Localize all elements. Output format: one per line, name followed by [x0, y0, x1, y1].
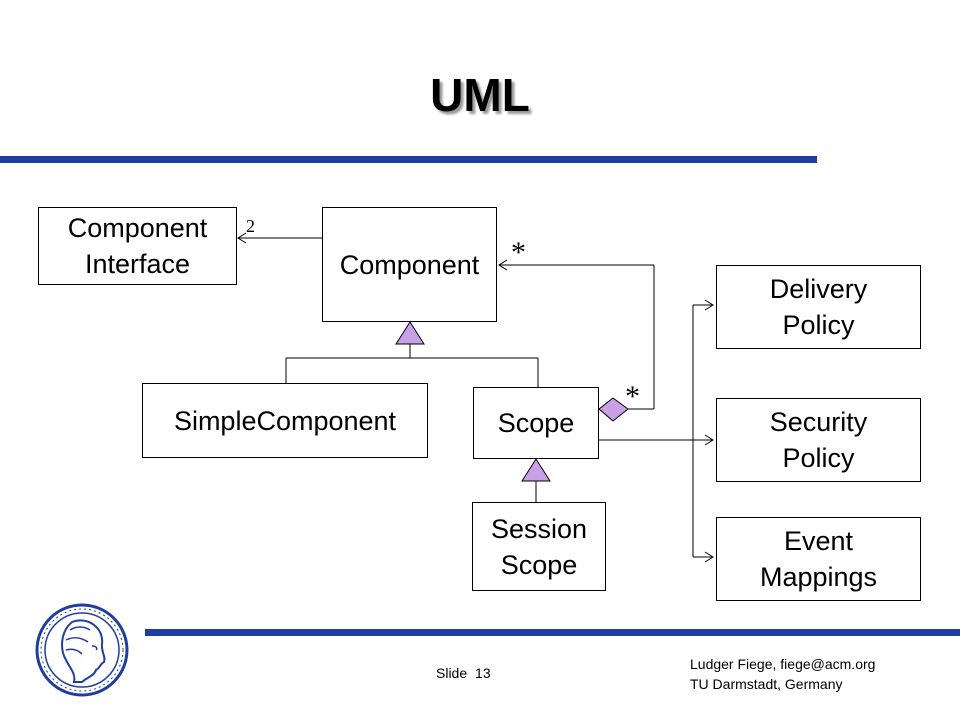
footer-affiliation-line: TU Darmstadt, Germany: [690, 676, 843, 692]
component-label: Component: [339, 249, 480, 280]
delivery-policy-label-line2: Policy: [782, 310, 855, 340]
security-arrowhead: [704, 434, 714, 446]
session-scope-label-line1: Session: [490, 513, 588, 544]
slide-title: UML: [430, 69, 530, 121]
footer-author-line: Ludger Fiege, fiege@acm.org: [690, 656, 876, 672]
slide-label: Slide: [436, 665, 468, 681]
generalization-triangle-scope: [521, 458, 551, 482]
aggregation-arrowhead: [498, 259, 508, 271]
scope-box: Scope: [473, 387, 599, 459]
session-scope-label-line2: Scope: [500, 549, 578, 580]
footer-author-block: Ludger Fiege, fiege@acm.org TU Darmstadt…: [690, 654, 875, 694]
component-box: Component: [322, 207, 497, 322]
component-interface-label-line1: Component: [67, 213, 208, 243]
multiplicity-interface-count: 2: [246, 216, 255, 236]
security-policy-label-line2: Policy: [782, 443, 855, 473]
simplecomponent-box: SimpleComponent: [142, 383, 428, 458]
simplecomponent-label: SimpleComponent: [173, 405, 397, 436]
interface-association-arrowhead: [237, 232, 247, 244]
event-mappings-label-line2: Mappings: [759, 562, 878, 592]
event-arrowhead: [704, 551, 714, 563]
university-seal-logo: [35, 603, 129, 697]
multiplicity-component-many: *: [511, 236, 526, 269]
multiplicity-scope-many: *: [625, 380, 640, 413]
delivery-arrowhead: [704, 299, 714, 311]
footer-bar: [145, 629, 960, 636]
slide-number-label: Slide 13: [436, 663, 491, 683]
title-underline-bar: [0, 156, 817, 163]
slide-number: 13: [475, 665, 491, 681]
scope-label: Scope: [497, 408, 575, 438]
delivery-policy-label-line1: Delivery: [769, 274, 868, 304]
generalization-triangle-component: [395, 321, 425, 345]
security-policy-label-line1: Security: [769, 407, 868, 437]
aggregation-diamond: [598, 397, 629, 422]
component-interface-label-line2: Interface: [84, 249, 191, 279]
event-mappings-label-line1: Event: [783, 526, 854, 556]
